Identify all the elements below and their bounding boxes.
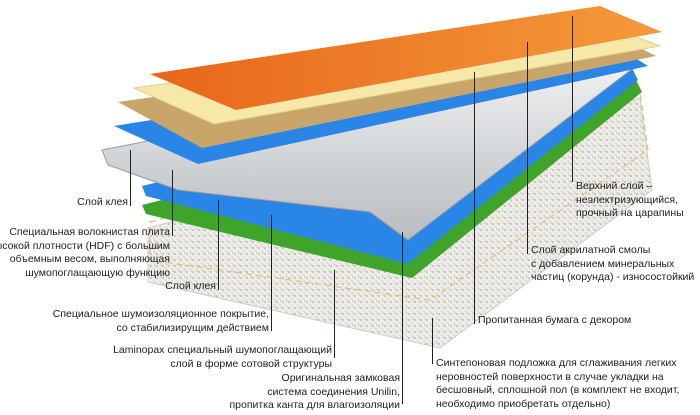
leader-line <box>572 16 573 182</box>
label-line: объемным весом, выполняющая <box>9 253 170 265</box>
label-line: Слой клея <box>77 196 128 208</box>
leader-line <box>271 215 272 331</box>
label-line: Синтепоновая подложка для сглаживания ле… <box>436 357 677 369</box>
label-line: Верхний слой – <box>576 180 653 192</box>
label-line: бесшовный, сплошной пол (в комплект не в… <box>436 384 680 396</box>
label-line: пропитка канта для влагоизоляции <box>229 399 400 411</box>
label-laminopax: Laminopax специальный шумопоглащающий сл… <box>113 344 332 371</box>
label-hdf: Специальная волокнистая плита высокой пл… <box>0 226 170 280</box>
label-line: высокой плотности (HDF) с большим <box>0 239 170 252</box>
label-lock-system: Оригинальная замковая система соединения… <box>229 372 400 413</box>
leader-line <box>218 200 219 290</box>
label-line: Специальное шумоизоляционное покрытие, <box>52 308 269 320</box>
label-top-layer: Верхний слой – неэлектризующийся, прочны… <box>576 180 684 221</box>
label-line: слой в форме сотовой структуры <box>170 357 332 370</box>
leader-line <box>402 232 403 404</box>
top-orange-layer <box>150 6 662 110</box>
label-line: шумопоглащающую функцию <box>25 266 170 279</box>
label-soundproof: Специальное шумоизоляционное покрытие, с… <box>53 308 269 335</box>
label-line: Слой акрилатной смолы <box>531 244 651 256</box>
label-underlay: Синтепоновая подложка для сглаживания ле… <box>436 357 679 411</box>
leader-line <box>432 318 433 364</box>
label-line: Пропитанная бумага с декором <box>478 314 632 326</box>
label-line: прочный на царапины <box>576 207 684 219</box>
label-line: Слой клея <box>165 280 216 292</box>
label-line: неэлектризующийся, <box>576 193 679 206</box>
label-glue-1: Слой клея <box>77 196 128 210</box>
label-line: неровностей поверхности в случае укладки… <box>436 370 664 383</box>
label-line: частиц (корунда) - износостойкий <box>531 271 695 283</box>
leader-line <box>527 42 528 254</box>
leader-line <box>334 270 335 358</box>
label-glue-2: Слой клея <box>165 280 216 294</box>
label-line: необходимо приобретать отдельно) <box>436 397 611 410</box>
leader-line <box>172 170 173 236</box>
leader-line <box>474 72 475 324</box>
label-line: Оригинальная замковая <box>281 372 400 384</box>
label-decor-paper: Пропитанная бумага с декором <box>478 314 631 328</box>
label-line: со стабилизирущим действием <box>116 321 269 334</box>
label-line: с добавлением минеральных <box>531 257 675 270</box>
label-acrylic: Слой акрилатной смолы с добавлением мине… <box>531 244 694 285</box>
leader-line <box>130 150 131 206</box>
label-line: система соединения Unilin, <box>267 385 400 398</box>
label-line: Специальная волокнистая плита <box>9 226 170 238</box>
label-line: Laminopax специальный шумопоглащающий <box>113 344 332 356</box>
